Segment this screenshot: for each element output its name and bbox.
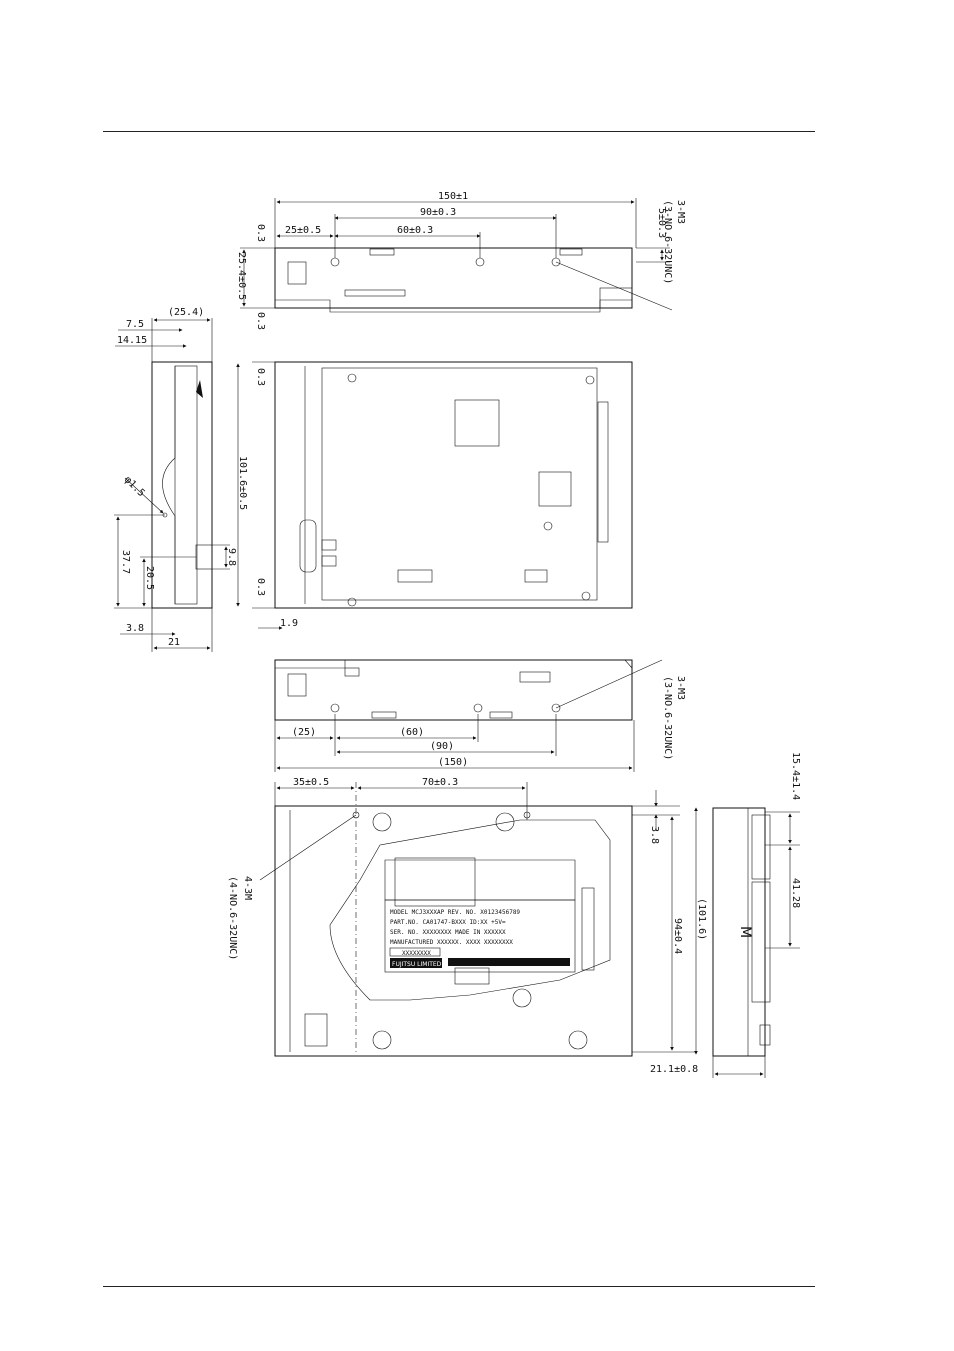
label-brand: FUJITSU LIMITED [392, 961, 442, 968]
dim-hole-pitch-90: 90±0.3 [420, 207, 456, 218]
bottom-view: MODEL MCJ3XXXAP REV. NO. X0123456789 PAR… [227, 777, 707, 1057]
rear-mark: M [737, 926, 753, 938]
top-screw-note-2: (3-NO.6-32UNC) [662, 200, 673, 284]
dim-height-254: 25.4±0.5 [236, 252, 247, 300]
bottom-screw-note-1: 4-3M [242, 876, 253, 900]
label-ser-line: SER. NO. XXXXXXXX MADE IN XXXXXX [390, 929, 506, 936]
dim-plan-edge-bottom: 0.3 [255, 578, 266, 596]
dim-end-205: 20.5 [144, 566, 155, 590]
dim-hole-pitch-60: 60±0.3 [397, 225, 433, 236]
dim-side-150: (150) [438, 757, 468, 768]
dim-end-width: (25.4) [168, 307, 204, 318]
top-screw-note-1: 3-M3 [675, 200, 686, 224]
dim-plan-width: 101.6±0.5 [237, 456, 248, 510]
dim-bottom-1016: (101.6) [696, 898, 707, 940]
dim-side-25: (25) [292, 727, 316, 738]
dim-rear-211: 21.1±0.8 [650, 1064, 698, 1075]
dim-bottom-94: 94±0.4 [672, 918, 683, 954]
label-mfg-line: MANUFACTURED XXXXXX. XXXX XXXXXXXX [390, 939, 513, 946]
dim-bottom-70: 70±0.3 [422, 777, 458, 788]
dim-end-1415: 14.15 [117, 335, 147, 346]
dim-end-75: 7.5 [126, 319, 144, 330]
header-rule [103, 131, 815, 132]
dim-rear-154: 15.4±1.4 [790, 752, 801, 800]
dim-hole-dia: φ1.5 [122, 474, 147, 499]
side-screw-note-2: (3-NO.6-32UNC) [662, 676, 673, 760]
dim-overall-length: 150±1 [438, 191, 468, 202]
label-model-line: MODEL MCJ3XXXAP REV. NO. X0123456789 [390, 909, 520, 916]
label-part-line: PART.NO. CA01747-BXXX ID:XX +5V= [390, 919, 506, 926]
side-screw-note-1: 3-M3 [675, 676, 686, 700]
dim-hole-height: 5±0.3 [656, 208, 667, 238]
plan-view: 0.3 101.6±0.5 0.3 1.9 [236, 361, 633, 630]
dim-end-98: 9.8 [226, 548, 237, 566]
dim-bottom-38: 3.8 [649, 826, 660, 844]
footer-rule [103, 1286, 815, 1287]
label-serial-box: XXXXXXXX [402, 950, 431, 957]
dim-edge-03-bottom: 0.3 [255, 312, 266, 330]
dim-side-60: (60) [400, 727, 424, 738]
dim-edge-03-top: 0.3 [255, 224, 266, 242]
dim-end-377: 37.7 [120, 550, 131, 574]
dim-plan-19: 1.9 [280, 618, 298, 629]
top-view: 150±1 90±0.3 60±0.3 25±0.5 0.3 25.4±0.5 … [236, 191, 686, 330]
dim-plan-edge-top: 0.3 [255, 368, 266, 386]
bottom-screw-note-2: (4-NO.6-32UNC) [227, 876, 238, 960]
dim-end-38: 3.8 [126, 623, 144, 634]
side-view: 3-M3 (3-NO.6-32UNC) (25) (60) (90) (150) [274, 659, 686, 772]
dim-rear-4128: 41.28 [790, 878, 801, 908]
dim-side-90: (90) [430, 741, 454, 752]
dim-offset-25: 25±0.5 [285, 225, 321, 236]
dim-bottom-35: 35±0.5 [293, 777, 329, 788]
dim-end-21: 21 [168, 637, 180, 648]
rear-view: M 15.4±1.4 41.28 21.1±0.8 [650, 752, 801, 1078]
end-view: (25.4) 7.5 14.15 φ1.5 37.7 20.5 9.8 3.8 … [114, 307, 237, 652]
